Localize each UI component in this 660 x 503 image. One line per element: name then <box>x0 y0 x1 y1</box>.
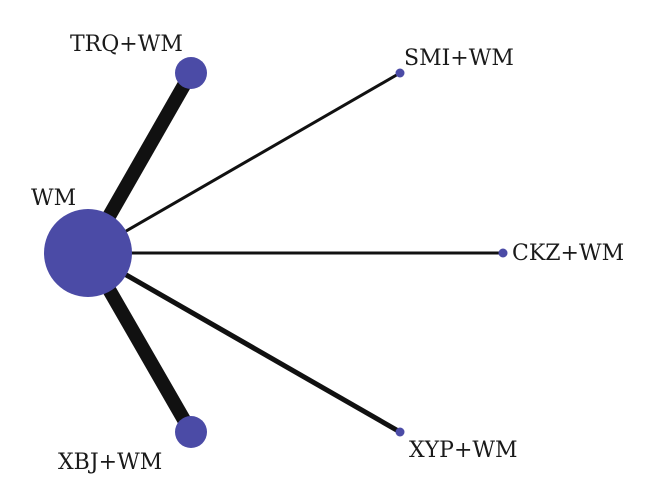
node-xyp <box>395 427 405 437</box>
node-label-xyp: XYP+WM <box>409 438 518 463</box>
node-trq <box>175 57 207 89</box>
node-ckz <box>498 248 508 258</box>
node-label-ckz: CKZ+WM <box>512 241 625 266</box>
node-label-wm: WM <box>31 186 77 211</box>
node-label-trq: TRQ+WM <box>70 32 183 57</box>
node-smi <box>395 68 405 78</box>
edge-wm-xyp <box>86 250 402 435</box>
network-nodes <box>44 57 508 448</box>
node-label-xbj: XBJ+WM <box>58 450 163 475</box>
node-wm <box>44 209 132 297</box>
network-edges <box>81 69 503 436</box>
node-label-smi: SMI+WM <box>404 46 514 71</box>
edge-wm-smi <box>87 71 401 255</box>
node-xbj <box>175 416 207 448</box>
